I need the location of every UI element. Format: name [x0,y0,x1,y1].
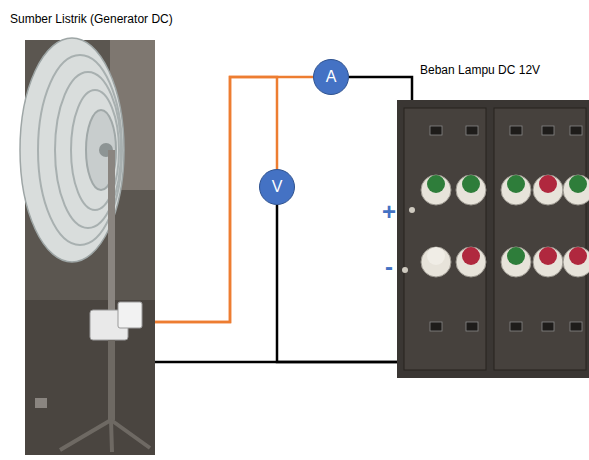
lamp-load-board: Beban Lampu DC 12V [397,100,589,378]
positive-sign: + [382,200,396,224]
meter-letter: V [272,178,283,196]
wire-connector [349,77,412,100]
lamp-board-photo [397,100,589,378]
generator-photo [20,38,155,455]
ammeter-circle: A [313,59,349,95]
wire-connector [277,205,397,362]
wire-connector [155,77,277,322]
wire-connector [155,77,313,322]
generator-source: Sumber Listrik (Generator DC) [25,40,155,455]
meter-letter: A [326,68,337,86]
wire-connector [155,361,397,364]
negative-sign: - [385,255,393,279]
voltmeter-circle: V [259,169,295,205]
component-heading: Sumber Listrik (Generator DC) [10,12,173,26]
component-heading: Beban Lampu DC 12V [420,63,540,77]
